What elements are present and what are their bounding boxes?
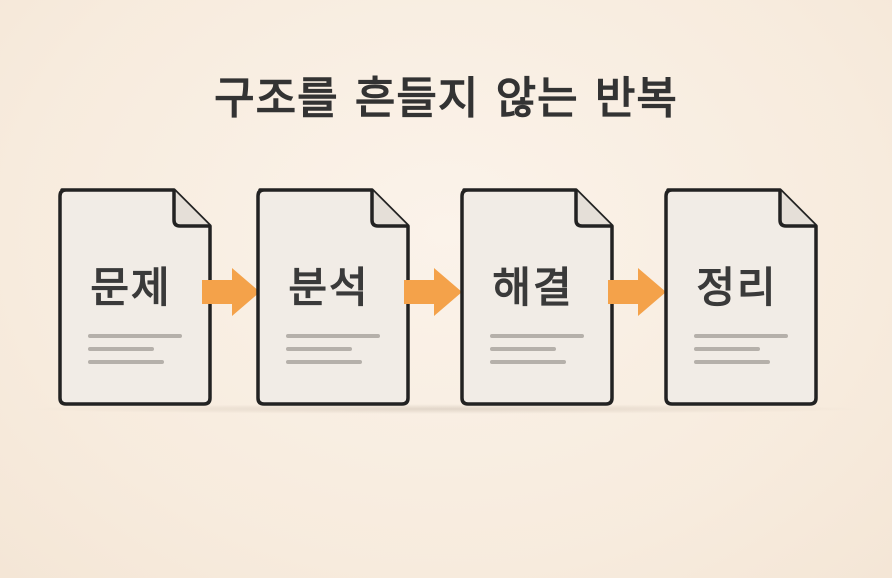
document-icon [256, 188, 410, 406]
step-label: 정리 [696, 263, 778, 312]
arrow-right-icon [202, 268, 264, 316]
doc-card-summary: 정리 [662, 186, 820, 406]
doc-card-problem: 문제 [56, 186, 214, 406]
arrow-right-icon [404, 268, 466, 316]
step-label: 문제 [90, 263, 172, 312]
arrow-right-icon [608, 268, 670, 316]
step-label: 해결 [492, 263, 574, 312]
document-icon [664, 188, 818, 406]
step-label: 분석 [288, 263, 370, 312]
shadow-baseline [18, 404, 874, 414]
doc-card-analysis: 분석 [254, 186, 412, 406]
doc-card-solution: 해결 [458, 186, 616, 406]
document-icon [460, 188, 614, 406]
diagram-title: 구조를 흔들지 않는 반복 [214, 73, 678, 124]
document-icon [58, 188, 212, 406]
